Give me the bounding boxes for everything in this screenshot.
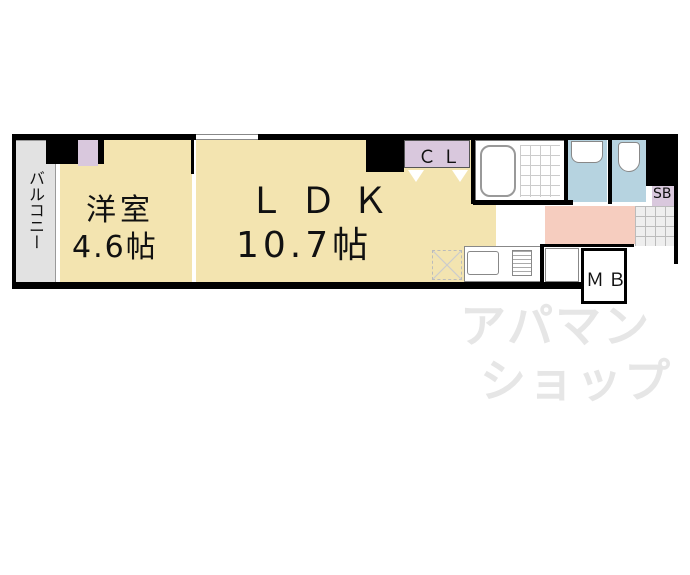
fridge-space [432, 250, 462, 280]
watermark-line2: ショップ [480, 354, 672, 408]
sink-icon [571, 141, 603, 163]
wall-bath-bottom [473, 200, 573, 205]
wall-top-ldk [258, 134, 678, 140]
western-room-size: 4.6帖 [72, 230, 158, 265]
wall-left [12, 134, 16, 289]
washing-machine-space [545, 248, 579, 282]
wall-partition-western [191, 134, 194, 174]
bath-tile [520, 145, 560, 197]
wall-pillar-western [98, 134, 104, 164]
closet [404, 140, 470, 168]
wall-pillar-ldk [366, 134, 404, 172]
closet-door-left-icon [408, 170, 424, 182]
wall-hall-bottom [544, 244, 634, 247]
wall-kitchen-right [540, 244, 544, 286]
bathtub-icon [480, 145, 516, 197]
meter-box-label: ＭＢ [586, 270, 630, 291]
closet-door-right-icon [452, 170, 468, 182]
wall-bottom [14, 282, 584, 289]
closet-label: ＣＬ [418, 147, 466, 168]
watermark-line1: アパマン [460, 299, 652, 353]
hallway [545, 206, 635, 244]
shoe-box-label: SB [653, 186, 672, 202]
ldk-name: ＬＤＫ [248, 181, 405, 222]
ldk-size: 10.7帖 [236, 225, 373, 266]
window-ldk [196, 134, 258, 140]
toilet-icon [618, 142, 640, 172]
balcony-label: バルコニー [26, 170, 45, 250]
kitchen-sink-icon [467, 251, 499, 275]
wall-bath-left [471, 134, 475, 204]
wall-right-pillar [646, 134, 676, 186]
wall-right [674, 134, 678, 264]
western-room-name: 洋室 [86, 193, 154, 228]
stove-icon [512, 250, 532, 276]
wall-wc-left [608, 134, 612, 204]
wall-pillar-left [46, 134, 78, 164]
western-room-closet [78, 140, 98, 166]
shoe-box [652, 186, 674, 206]
wall-wash-left [564, 134, 568, 204]
wall-top [14, 134, 196, 140]
entrance-tile [635, 206, 675, 246]
meter-box [581, 248, 627, 304]
